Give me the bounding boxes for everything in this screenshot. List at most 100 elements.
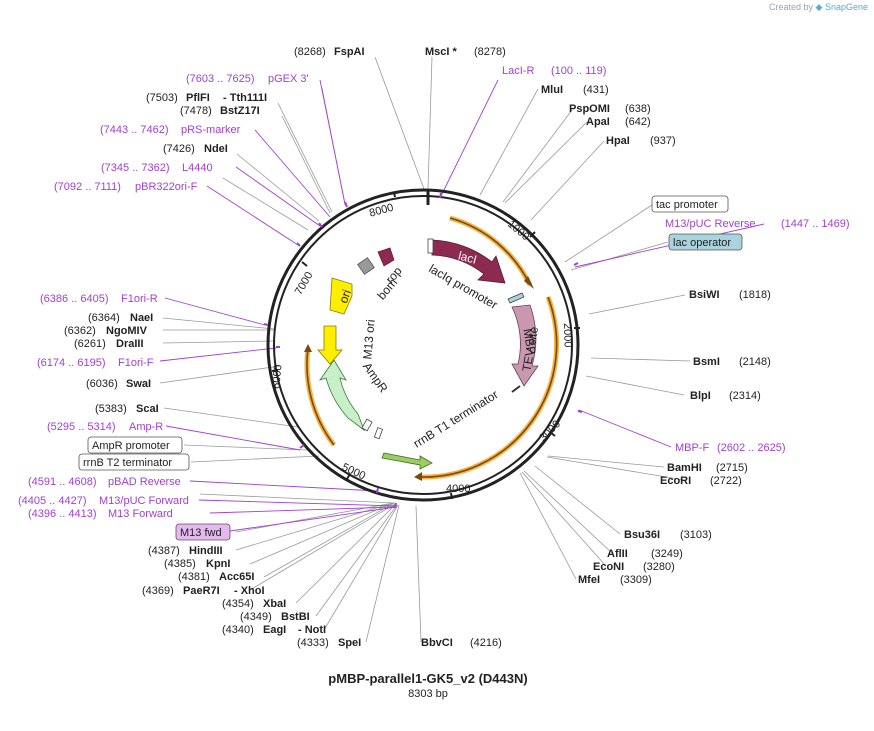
tick-2000: 2000 [561,323,574,348]
ori-feature-arrow [329,277,353,315]
laci-label: lacI [457,248,479,266]
acc65i-label[interactable]: Acc65I [219,571,254,583]
bbvci-pos: (4216) [470,637,502,649]
hpai-label[interactable]: HpaI [606,135,630,147]
mbp-f-label[interactable]: MBP-F [675,442,710,454]
bstbi-label[interactable]: BstBI [281,611,310,623]
pbad-reverse-label[interactable]: pBAD Reverse [108,476,181,488]
ampr-promoter-label: AmpR promoter [92,440,170,452]
aflii-label[interactable]: AflII [607,548,628,560]
ori-label: ori [336,288,354,305]
bbvci-label[interactable]: BbvCI [421,637,453,649]
pspomi-label[interactable]: PspOMI [569,103,610,115]
tth111i-label[interactable]: - Tth111I [223,92,267,104]
f1ori-f-pos: (6174 .. 6195) [37,357,106,369]
bsmi-pos: (2148) [739,356,771,368]
blpi-pos: (2314) [729,390,761,402]
econi-label[interactable]: EcoNI [593,561,624,573]
blpi-label[interactable]: BlpI [690,390,711,402]
bsu36i-pos: (3103) [680,529,712,541]
spei-label[interactable]: SpeI [338,637,361,649]
paer7i-label[interactable]: PaeR7I [183,585,220,597]
draiii-label[interactable]: DraIII [116,338,144,350]
m13-forward-label[interactable]: M13 Forward [108,508,173,520]
m13-ori-label: M13 ori [360,319,377,360]
bstz17i-label[interactable]: BstZ17I [220,105,260,117]
amp-r-pos: (5295 .. 5314) [47,421,116,433]
xhoi-label[interactable]: - XhoI [234,585,265,597]
msci-pos: (8278) [474,46,506,58]
ecori-label[interactable]: EcoRI [660,475,691,487]
lac-operator-label: lac operator [673,237,731,249]
pbr322ori-label[interactable]: pBR322ori-F [135,181,198,193]
rrnb-t1-terminator-label: rrnB T1 terminator [411,387,501,450]
fspai-label[interactable]: FspAI [334,46,365,58]
spei-pos: (4333) [297,637,329,649]
laci-r-pos: (100 .. 119) [551,65,606,77]
ruler-ticks [271,191,580,500]
pspomi-pos: (638) [625,103,651,115]
mlui-label[interactable]: MluI [541,84,563,96]
outer-labels: (8268) FspAI MscI * (8278) (7603 .. 7625… [18,46,850,649]
m13-fwd-box[interactable] [175,523,231,541]
apai-label[interactable]: ApaI [586,116,610,128]
highlight-arcs-core [306,217,558,478]
prs-marker-label[interactable]: pRS-marker [181,124,241,136]
f1ori-r-label[interactable]: F1ori-R [121,293,158,305]
tac-promoter-box[interactable] [651,195,729,213]
pflfi-pos: (7503) [146,92,178,104]
bstz17i-pos: (7478) [180,105,212,117]
tev-site-icon [511,385,521,393]
pgex-label[interactable]: pGEX 3' [268,73,309,85]
amp-r-label[interactable]: Amp-R [129,421,163,433]
kpni-label[interactable]: KpnI [206,558,230,570]
rrnb-t2-terminator-label: rrnB T2 terminator [83,457,172,469]
ampr-promoter-icon [361,418,373,432]
pflfi-label[interactable]: PflFI [186,92,210,104]
snapgene-logo-icon: ◆ [815,2,823,12]
ndei-label[interactable]: NdeI [204,143,228,155]
rrnb-t2-terminator-box[interactable] [78,453,190,471]
ampr-promoter-box[interactable] [87,436,183,454]
bstbi-pos: (4349) [240,611,272,623]
bom-feature-icon [357,257,375,275]
tick-4000: 4000 [446,483,470,495]
hindiii-label[interactable]: HindIII [189,545,223,557]
eagi-label[interactable]: EagI [263,624,286,636]
rrnb-t2-icon [373,427,384,440]
prs-marker-pos: (7443 .. 7462) [100,124,169,136]
lac-operator-box[interactable] [668,233,743,251]
swai-label[interactable]: SwaI [126,378,151,390]
rrnb-t1-terminator-arrow [381,452,433,470]
kpni-pos: (4385) [164,558,196,570]
xbai-label[interactable]: XbaI [263,598,286,610]
tick-7000: 7000 [293,270,316,297]
swai-pos: (6036) [86,378,118,390]
scai-label[interactable]: ScaI [136,403,159,415]
bsmi-label[interactable]: BsmI [693,356,720,368]
l4440-label[interactable]: L4440 [182,162,213,174]
f1ori-f-label[interactable]: F1ori-F [118,357,154,369]
m13-puc-forward-pos: (4405 .. 4427) [18,495,87,507]
bamhi-label[interactable]: BamHI [667,462,702,474]
eagi-pos: (4340) [222,624,254,636]
naei-label[interactable]: NaeI [130,312,153,324]
m13-puc-forward-label[interactable]: M13/pUC Forward [99,495,189,507]
laciq-promoter-icon [427,238,434,254]
noti-label[interactable]: - NotI [298,624,326,636]
m13-fwd-label: M13 fwd [180,527,222,539]
laci-r-label[interactable]: LacI-R [502,65,534,77]
ngomiv-label[interactable]: NgoMIV [106,325,148,337]
m13-puc-reverse-label[interactable]: M13/pUC Reverse [665,218,755,230]
credit: Created by ◆ SnapGene [769,2,868,13]
laci-feature-arrow [431,239,506,284]
msci-label[interactable]: MscI * [425,46,458,58]
mbp-feature-arrow [511,304,539,387]
ndei-pos: (7426) [163,143,195,155]
bsiwi-label[interactable]: BsiWI [689,289,720,301]
credit-brand: SnapGene [824,2,868,12]
m13-puc-reverse-pos: (1447 .. 1469) [781,218,850,230]
bsu36i-label[interactable]: Bsu36I [624,529,660,541]
mfei-label[interactable]: MfeI [578,574,600,586]
